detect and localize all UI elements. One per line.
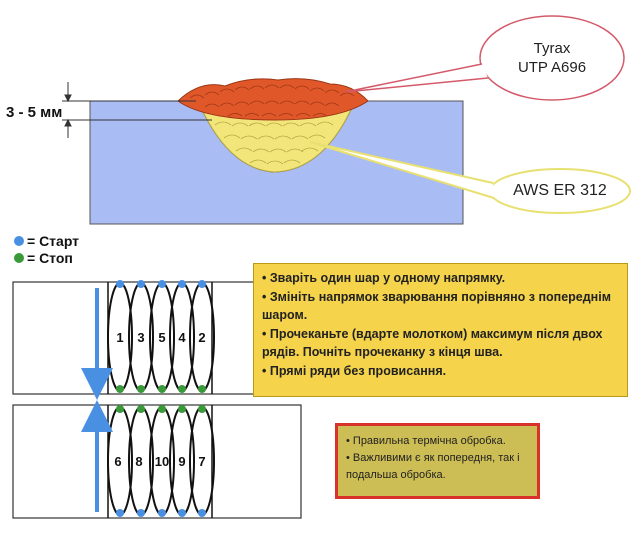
instruction-item: • Прочеканьте (вдарте молотком) максимум… [262, 326, 603, 360]
callout-top-line2: UTP A696 [517, 59, 587, 76]
callout-top-text: Tyrax UTP A696 [500, 39, 604, 77]
top-layer-start-points [116, 280, 206, 288]
bottom-layer-stop-points [116, 405, 206, 413]
stop-point [137, 405, 145, 413]
pass-number: 10 [154, 454, 170, 469]
instruction-item: • Зваріть один шар у одному напрямку. [262, 271, 506, 285]
stop-point [198, 385, 206, 393]
legend-stop-label: = Стоп [27, 250, 73, 266]
plan-view-bottom [12, 404, 302, 519]
stop-point [178, 385, 186, 393]
pass-number: 7 [198, 454, 206, 469]
stop-point [116, 405, 124, 413]
start-point [137, 509, 145, 517]
legend-start: = Старт [14, 233, 79, 249]
instruction-item: • Змініть напрямок зварювання порівняно … [262, 289, 611, 323]
pass-number: 3 [137, 330, 145, 345]
note-item: • Правильна термічна обробка. [346, 435, 506, 447]
start-point [198, 509, 206, 517]
pass-number: 2 [198, 330, 206, 345]
pass-number: 6 [114, 454, 122, 469]
legend-start-label: = Старт [27, 233, 80, 249]
instructions-box: • Зваріть один шар у одному напрямку. • … [253, 263, 628, 397]
instruction-item: • Прямі ряди без провисання. [262, 363, 447, 378]
pass-number: 8 [135, 454, 143, 469]
start-dot-icon [14, 236, 24, 246]
legend-stop: = Стоп [14, 250, 73, 266]
start-point [198, 280, 206, 288]
pass-number: 1 [116, 330, 124, 345]
start-point [178, 280, 186, 288]
start-point [178, 509, 186, 517]
callout-top-pointer [344, 63, 489, 93]
start-point [116, 280, 124, 288]
callout-bottom-pointer [309, 141, 495, 199]
start-point [137, 280, 145, 288]
cap-layer [177, 78, 369, 121]
top-layer-stop-points [116, 385, 206, 393]
stop-point [137, 385, 145, 393]
pass-number: 4 [178, 330, 186, 345]
dimension-marker [62, 82, 212, 138]
stop-point [198, 405, 206, 413]
stop-point [178, 405, 186, 413]
stop-point [158, 385, 166, 393]
stop-dot-icon [14, 253, 24, 263]
pass-number: 9 [178, 454, 186, 469]
dimension-label: 3 - 5 мм [6, 104, 63, 121]
pass-number: 5 [158, 330, 166, 345]
start-point [158, 280, 166, 288]
note-item: • Важливими є як попередня, так і подаль… [346, 452, 520, 481]
stop-point [116, 385, 124, 393]
callout-bottom-text: AWS ER 312 [513, 182, 607, 199]
notes-box: • Правильна термічна обробка. • Важливим… [335, 423, 540, 499]
bottom-layer-start-points [116, 509, 206, 517]
stop-point [158, 405, 166, 413]
start-point [116, 509, 124, 517]
start-point [158, 509, 166, 517]
callout-top-bubble [479, 15, 625, 101]
callout-top-line1: Tyrax [533, 40, 571, 57]
